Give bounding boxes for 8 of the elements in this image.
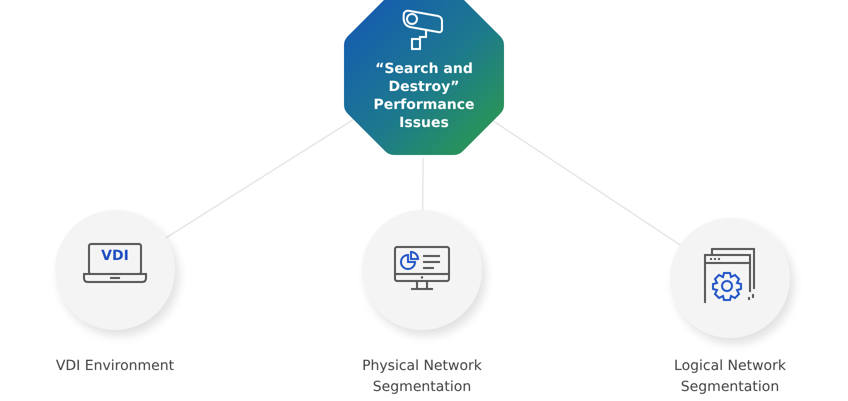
connector-line bbox=[492, 120, 680, 246]
screen-label: VDI bbox=[101, 248, 129, 264]
octagon-node bbox=[341, 0, 507, 158]
connector-line bbox=[165, 118, 354, 239]
node-title: “Search and Destroy” Performance Issues bbox=[372, 60, 476, 132]
node-caption: Logical Network Segmentation bbox=[673, 357, 787, 397]
node-caption: VDI Environment bbox=[54, 357, 176, 376]
node-caption: Physical Network Segmentation bbox=[361, 357, 483, 397]
